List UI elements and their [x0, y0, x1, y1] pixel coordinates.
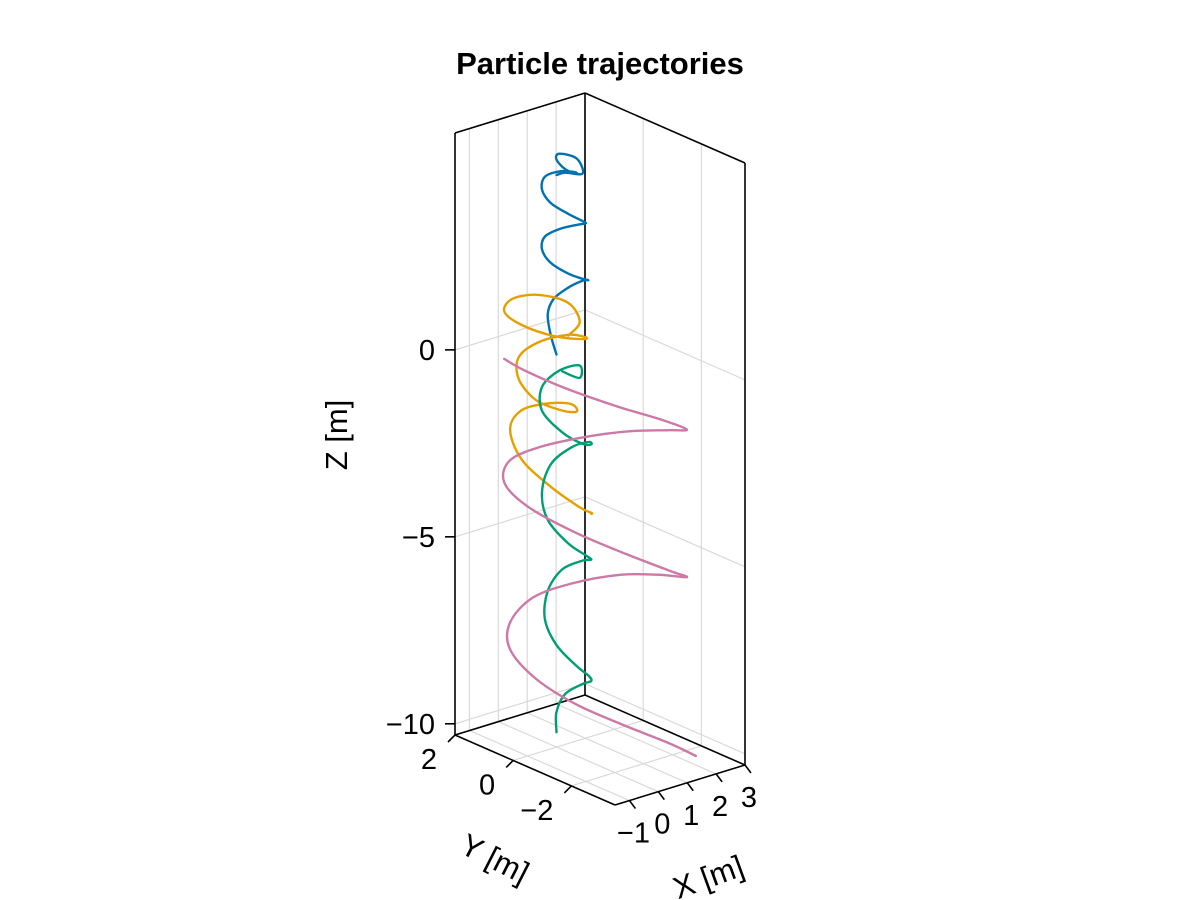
x-tick-mark: [657, 791, 665, 801]
y-tick-mark: [447, 734, 456, 743]
trajectory-line-1: [540, 152, 590, 356]
grid-line-z: [584, 496, 746, 568]
trajectory-line-4: [501, 357, 697, 758]
series-layer: [501, 152, 697, 758]
trajectory-line-2: [502, 293, 594, 516]
axis-edge: [584, 694, 746, 766]
y-tick-label: −2: [520, 795, 553, 827]
z-tick-label: −5: [402, 522, 435, 554]
grid-line-z: [454, 309, 586, 351]
grid-line-x: [526, 712, 688, 784]
grid-line-z: [584, 683, 746, 755]
y-tick-mark: [563, 785, 572, 794]
x-tick-mark: [686, 782, 694, 792]
axis-edge: [584, 92, 746, 164]
grid-line-z: [584, 309, 746, 381]
x-tick-label: 1: [683, 800, 699, 832]
x-tick-mark: [715, 773, 723, 783]
y-tick-label: 2: [421, 744, 437, 776]
axis-edge: [454, 92, 586, 134]
y-axis-label: Y [m]: [455, 827, 535, 891]
x-axis-label: X [m]: [668, 848, 748, 900]
grid-line-y: [571, 745, 702, 787]
y-tick-label: 0: [479, 769, 495, 801]
y-tick-mark: [505, 759, 514, 769]
grid-layer: [454, 93, 746, 802]
axis-edge: [454, 694, 586, 736]
z-axis-label: Z [m]: [319, 400, 354, 471]
axis-edge: [454, 734, 616, 806]
x-tick-mark: [744, 764, 752, 774]
trajectory-line-3: [538, 364, 593, 734]
axis-edge: [614, 764, 746, 806]
grid-line-z: [454, 683, 586, 725]
x-tick-label: 3: [741, 782, 757, 814]
z-tick-label: 0: [419, 335, 435, 367]
axis-frame: [454, 92, 746, 806]
grid-line-x: [498, 721, 659, 793]
grid-line-z: [454, 496, 586, 538]
grid-line-x: [469, 730, 630, 802]
x-tick-label: −1: [617, 818, 650, 850]
grid-line-x: [555, 703, 717, 775]
x-tick-label: 0: [654, 809, 670, 841]
z-tick-label: −10: [386, 709, 435, 741]
chart-title: Particle trajectories: [456, 46, 744, 81]
x-tick-label: 2: [712, 791, 728, 823]
x-tick-mark: [628, 800, 637, 810]
grid-line-y: [513, 719, 644, 762]
